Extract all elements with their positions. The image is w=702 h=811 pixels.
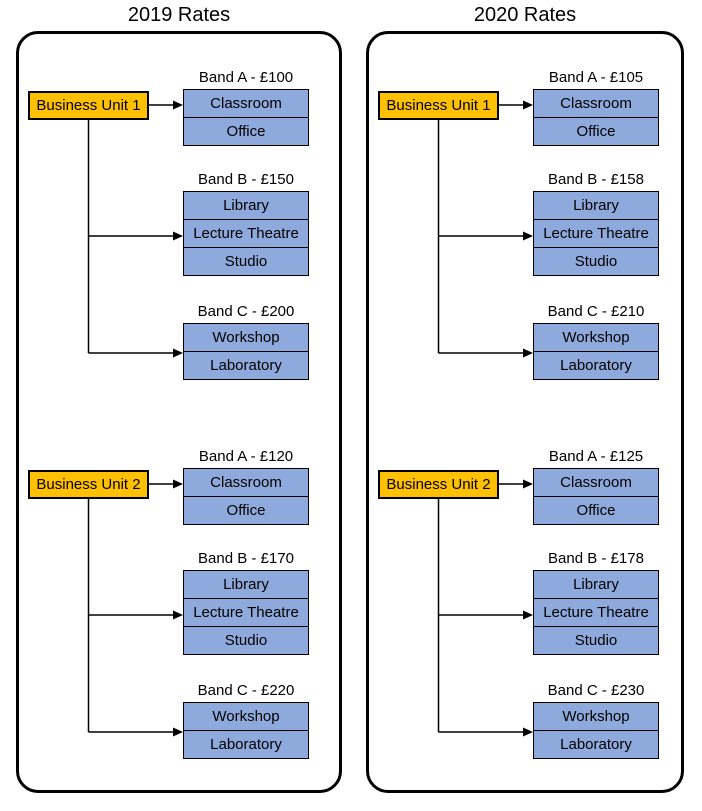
panel-title-2019: 2019 Rates <box>127 4 231 26</box>
band-label: Band B - £178 <box>548 549 644 567</box>
room-cell: Workshop <box>533 702 659 731</box>
business-unit-box: Business Unit 1 <box>378 91 499 120</box>
band-label: Band A - £100 <box>198 68 294 86</box>
room-cell: Laboratory <box>533 351 659 380</box>
band-block: Band C - £210 Workshop Laboratory <box>533 298 659 380</box>
room-cell: Studio <box>533 247 659 276</box>
band-block: Band C - £200 Workshop Laboratory <box>183 298 309 380</box>
band-label: Band A - £120 <box>198 447 294 465</box>
band-block: Band A - £125 Classroom Office <box>533 443 659 525</box>
room-cell: Laboratory <box>533 730 659 759</box>
band-label: Band A - £105 <box>548 68 644 86</box>
unit-2-connectors <box>437 479 533 737</box>
unit-2-connectors <box>87 479 183 737</box>
band-label: Band B - £158 <box>548 170 644 188</box>
room-cell: Library <box>533 191 659 220</box>
arrow-head <box>523 100 533 110</box>
band-block: Band B - £150 Library Lecture Theatre St… <box>183 166 309 276</box>
room-cell: Workshop <box>183 702 309 731</box>
room-cell: Classroom <box>533 89 659 118</box>
room-cell: Lecture Theatre <box>533 598 659 627</box>
band-label: Band C - £200 <box>197 302 295 320</box>
room-cell: Library <box>183 570 309 599</box>
band-block: Band B - £170 Library Lecture Theatre St… <box>183 545 309 655</box>
room-cell: Workshop <box>183 323 309 352</box>
unit-1-connectors <box>437 100 533 358</box>
panel-2020: Business Unit 1 Band A - £105 Classroom … <box>366 31 684 793</box>
band-block: Band A - £120 Classroom Office <box>183 443 309 525</box>
band-block: Band C - £230 Workshop Laboratory <box>533 677 659 759</box>
arrow-head <box>523 479 533 489</box>
room-cell: Lecture Theatre <box>533 219 659 248</box>
room-cell: Lecture Theatre <box>183 219 309 248</box>
arrow-head <box>173 727 183 737</box>
arrow-head <box>173 348 183 358</box>
band-label: Band B - £150 <box>198 170 294 188</box>
room-cell: Library <box>183 191 309 220</box>
arrow-head <box>523 348 533 358</box>
room-cell: Library <box>533 570 659 599</box>
room-cell: Studio <box>533 626 659 655</box>
room-cell: Office <box>183 496 309 525</box>
panel-title-2020: 2020 Rates <box>473 4 577 26</box>
room-cell: Lecture Theatre <box>183 598 309 627</box>
room-cell: Classroom <box>183 89 309 118</box>
panel-2019: Business Unit 1 Band A - £100 Classroom … <box>16 31 342 793</box>
band-label: Band C - £220 <box>197 681 295 699</box>
arrow-head <box>523 727 533 737</box>
room-cell: Laboratory <box>183 351 309 380</box>
band-block: Band C - £220 Workshop Laboratory <box>183 677 309 759</box>
unit-1-connectors <box>87 100 183 358</box>
room-cell: Office <box>183 117 309 146</box>
arrow-head <box>173 100 183 110</box>
room-cell: Laboratory <box>183 730 309 759</box>
business-unit-box: Business Unit 1 <box>28 91 149 120</box>
room-cell: Classroom <box>183 468 309 497</box>
room-cell: Studio <box>183 247 309 276</box>
band-block: Band A - £105 Classroom Office <box>533 64 659 146</box>
room-cell: Studio <box>183 626 309 655</box>
band-block: Band B - £178 Library Lecture Theatre St… <box>533 545 659 655</box>
business-unit-box: Business Unit 2 <box>378 470 499 499</box>
band-label: Band C - £210 <box>547 302 645 320</box>
band-label: Band C - £230 <box>547 681 645 699</box>
band-label: Band B - £170 <box>198 549 294 567</box>
band-block: Band A - £100 Classroom Office <box>183 64 309 146</box>
room-cell: Office <box>533 496 659 525</box>
band-label: Band A - £125 <box>548 447 644 465</box>
room-cell: Workshop <box>533 323 659 352</box>
room-cell: Office <box>533 117 659 146</box>
arrow-head <box>523 231 533 241</box>
arrow-head <box>523 610 533 620</box>
arrow-head <box>173 479 183 489</box>
arrow-head <box>173 610 183 620</box>
business-unit-box: Business Unit 2 <box>28 470 149 499</box>
room-cell: Classroom <box>533 468 659 497</box>
band-block: Band B - £158 Library Lecture Theatre St… <box>533 166 659 276</box>
arrow-head <box>173 231 183 241</box>
